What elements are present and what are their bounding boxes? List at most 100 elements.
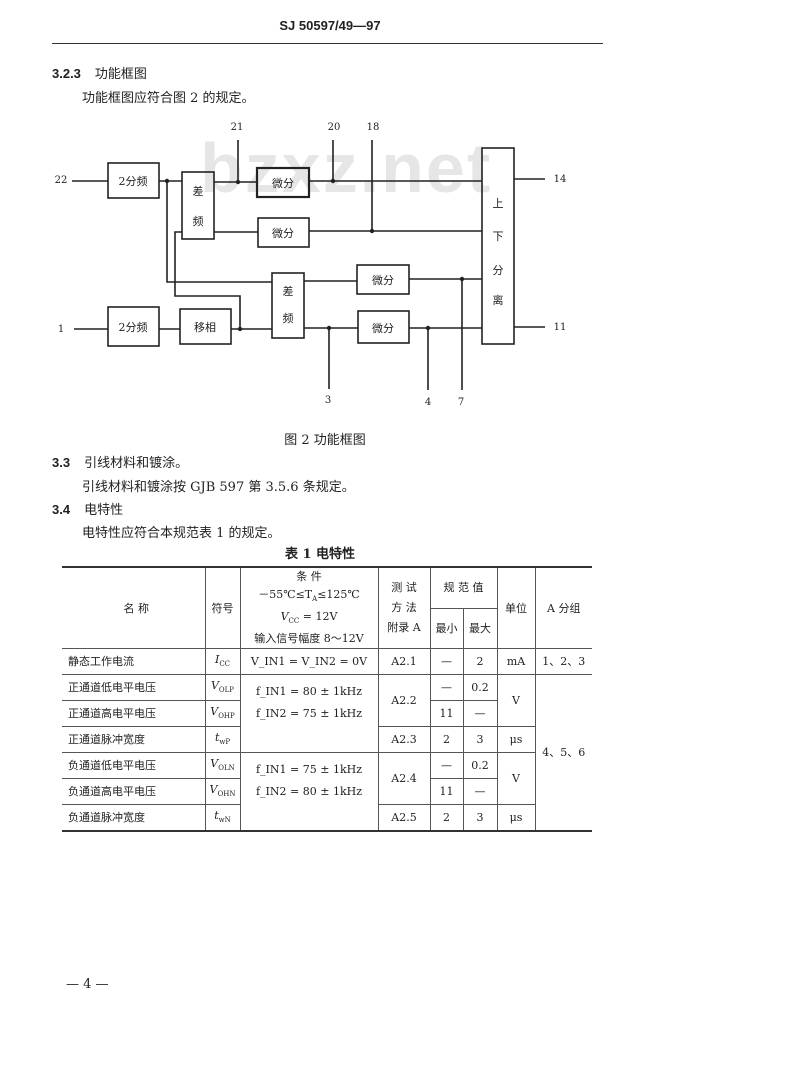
text: V [209,782,218,796]
text: V [210,704,219,718]
pin-label: 22 [55,175,68,186]
subscript: CC [219,659,231,668]
cell-unit: V [496,752,535,806]
section-number: 3.4 [52,502,71,517]
subscript: OLN [218,763,235,772]
section-number: 3.2.3 [52,66,81,81]
block-label: 微分 [272,176,294,190]
block-label: 离 [493,293,504,307]
cell-max: — [462,778,497,806]
col-max: 最大 [462,607,497,650]
section-number: 3.3 [52,455,71,470]
col-group: A 分组 [534,566,592,650]
cell-max: 0.2 [462,752,498,780]
cell-condition: V_IN1 = V_IN2 = 0V [239,648,379,676]
subscript: OHP [218,711,235,720]
text: －55℃≤T [258,588,313,601]
col-conditions: 条 件 －55℃≤TA≤125℃ VCC = 12V 输入信号幅度 8～12V [239,566,379,650]
block-label: 移相 [194,321,216,334]
table-row: 负通道高电平电压 VOHN 11 — [62,778,592,806]
watermark: bzxz.net [200,129,493,207]
text: f_IN2 = 75 ± 1kHz [255,706,362,720]
pin-label: 3 [325,395,331,406]
cell-name: 负通道低电平电压 [62,752,206,780]
subscript: OLP [218,685,235,694]
col-min: 最小 [430,607,464,650]
block-label: 2分频 [119,174,148,188]
cond-temp: －55℃≤TA≤125℃ [241,586,378,608]
section-text: 电特性应符合本规范表 1 的规定。 [82,526,281,541]
subscript: wN [218,815,231,824]
section-3-4: 3.4 电特性 [52,499,123,518]
cell-name: 静态工作电流 [62,648,206,676]
cell-max: 3 [462,726,498,754]
text: t [214,730,220,744]
cell-unit: μs [496,804,535,832]
page-number: — 4 — [66,977,109,992]
pin-label: 14 [554,174,567,185]
col-unit: 单位 [496,566,536,650]
text: t [214,808,219,822]
text: f_IN2 = 80 ± 1kHz [255,784,362,798]
cell-min: 2 [429,804,464,832]
cell-max: 0.2 [462,674,498,702]
cell-max: 3 [462,804,498,832]
block-label: 微分 [372,273,394,287]
subscript: OHN [217,789,236,798]
cell-symbol: VOLN [204,752,241,780]
cell-symbol: ICC [204,648,241,676]
block-label: 差 [193,184,204,198]
block-label: 2分频 [119,320,148,334]
cell-symbol: twP [204,726,241,754]
section-3-3: 3.3 引线材料和镀涂。 [52,452,188,471]
pin-label: 4 [425,397,431,408]
text: V [280,610,289,624]
cell-method: A2.1 [377,648,431,676]
table-header-row: 最小 最大 [62,607,592,650]
pin-label: 11 [554,322,567,333]
subscript: wP [219,737,231,746]
block-label: 上 [493,197,504,210]
cell-min: — [429,752,464,780]
cell-unit: V [496,674,536,728]
pin-label: 18 [367,122,380,133]
table-row: 负通道脉冲宽度 twN A2.5 2 3 μs [62,804,592,832]
table-header-row: 名 称 符号 条 件 －55℃≤TA≤125℃ VCC = 12V 输入信号幅度… [62,566,592,650]
pin-label: 21 [231,122,244,133]
col-method: 测 试 方 法 附录 A [377,566,431,650]
pin-label: 7 [458,397,464,408]
block-diff4 [357,310,410,344]
section-title: 电特性 [84,503,124,518]
cell-name: 正通道脉冲宽度 [62,726,206,754]
section-text: 引线材料和镀涂按 GJB 597 第 3.5.6 条规定。 [82,480,355,495]
cell-min: 11 [429,778,464,806]
doc-header: SJ 50597/49—97 [279,18,381,33]
block-diff-top [181,171,215,240]
functional-block-diagram: 2分频 差 频 微分 微分 上 下 分 离 差 频 微分 微分 2分频 移相 2… [55,122,567,408]
block-div2-bottom [107,306,160,347]
text: V [210,756,219,770]
cell-name: 正通道高电平电压 [62,700,206,728]
section-title: 引线材料和镀涂。 [84,456,189,471]
cell-group: 4、5、6 [534,674,592,832]
header-rule [52,43,603,44]
text: V [210,678,219,692]
cell-name: 负通道脉冲宽度 [62,804,206,832]
cell-unit: μs [496,726,535,754]
cell-method: A2.5 [377,804,431,832]
cell-method: A2.4 [377,752,431,806]
block-label: 差 [283,284,294,298]
cell-method: A2.2 [377,674,431,728]
block-diff-bottom [271,272,305,339]
block-label: 下 [493,230,504,243]
cell-group: 1、2、3 [534,648,592,676]
section-title: 功能框图 [94,67,147,82]
cell-min: 2 [429,726,464,754]
cond-amplitude: 输入信号幅度 8～12V [254,632,364,646]
cell-min: 11 [429,700,464,728]
cell-symbol: VOHP [204,700,241,728]
